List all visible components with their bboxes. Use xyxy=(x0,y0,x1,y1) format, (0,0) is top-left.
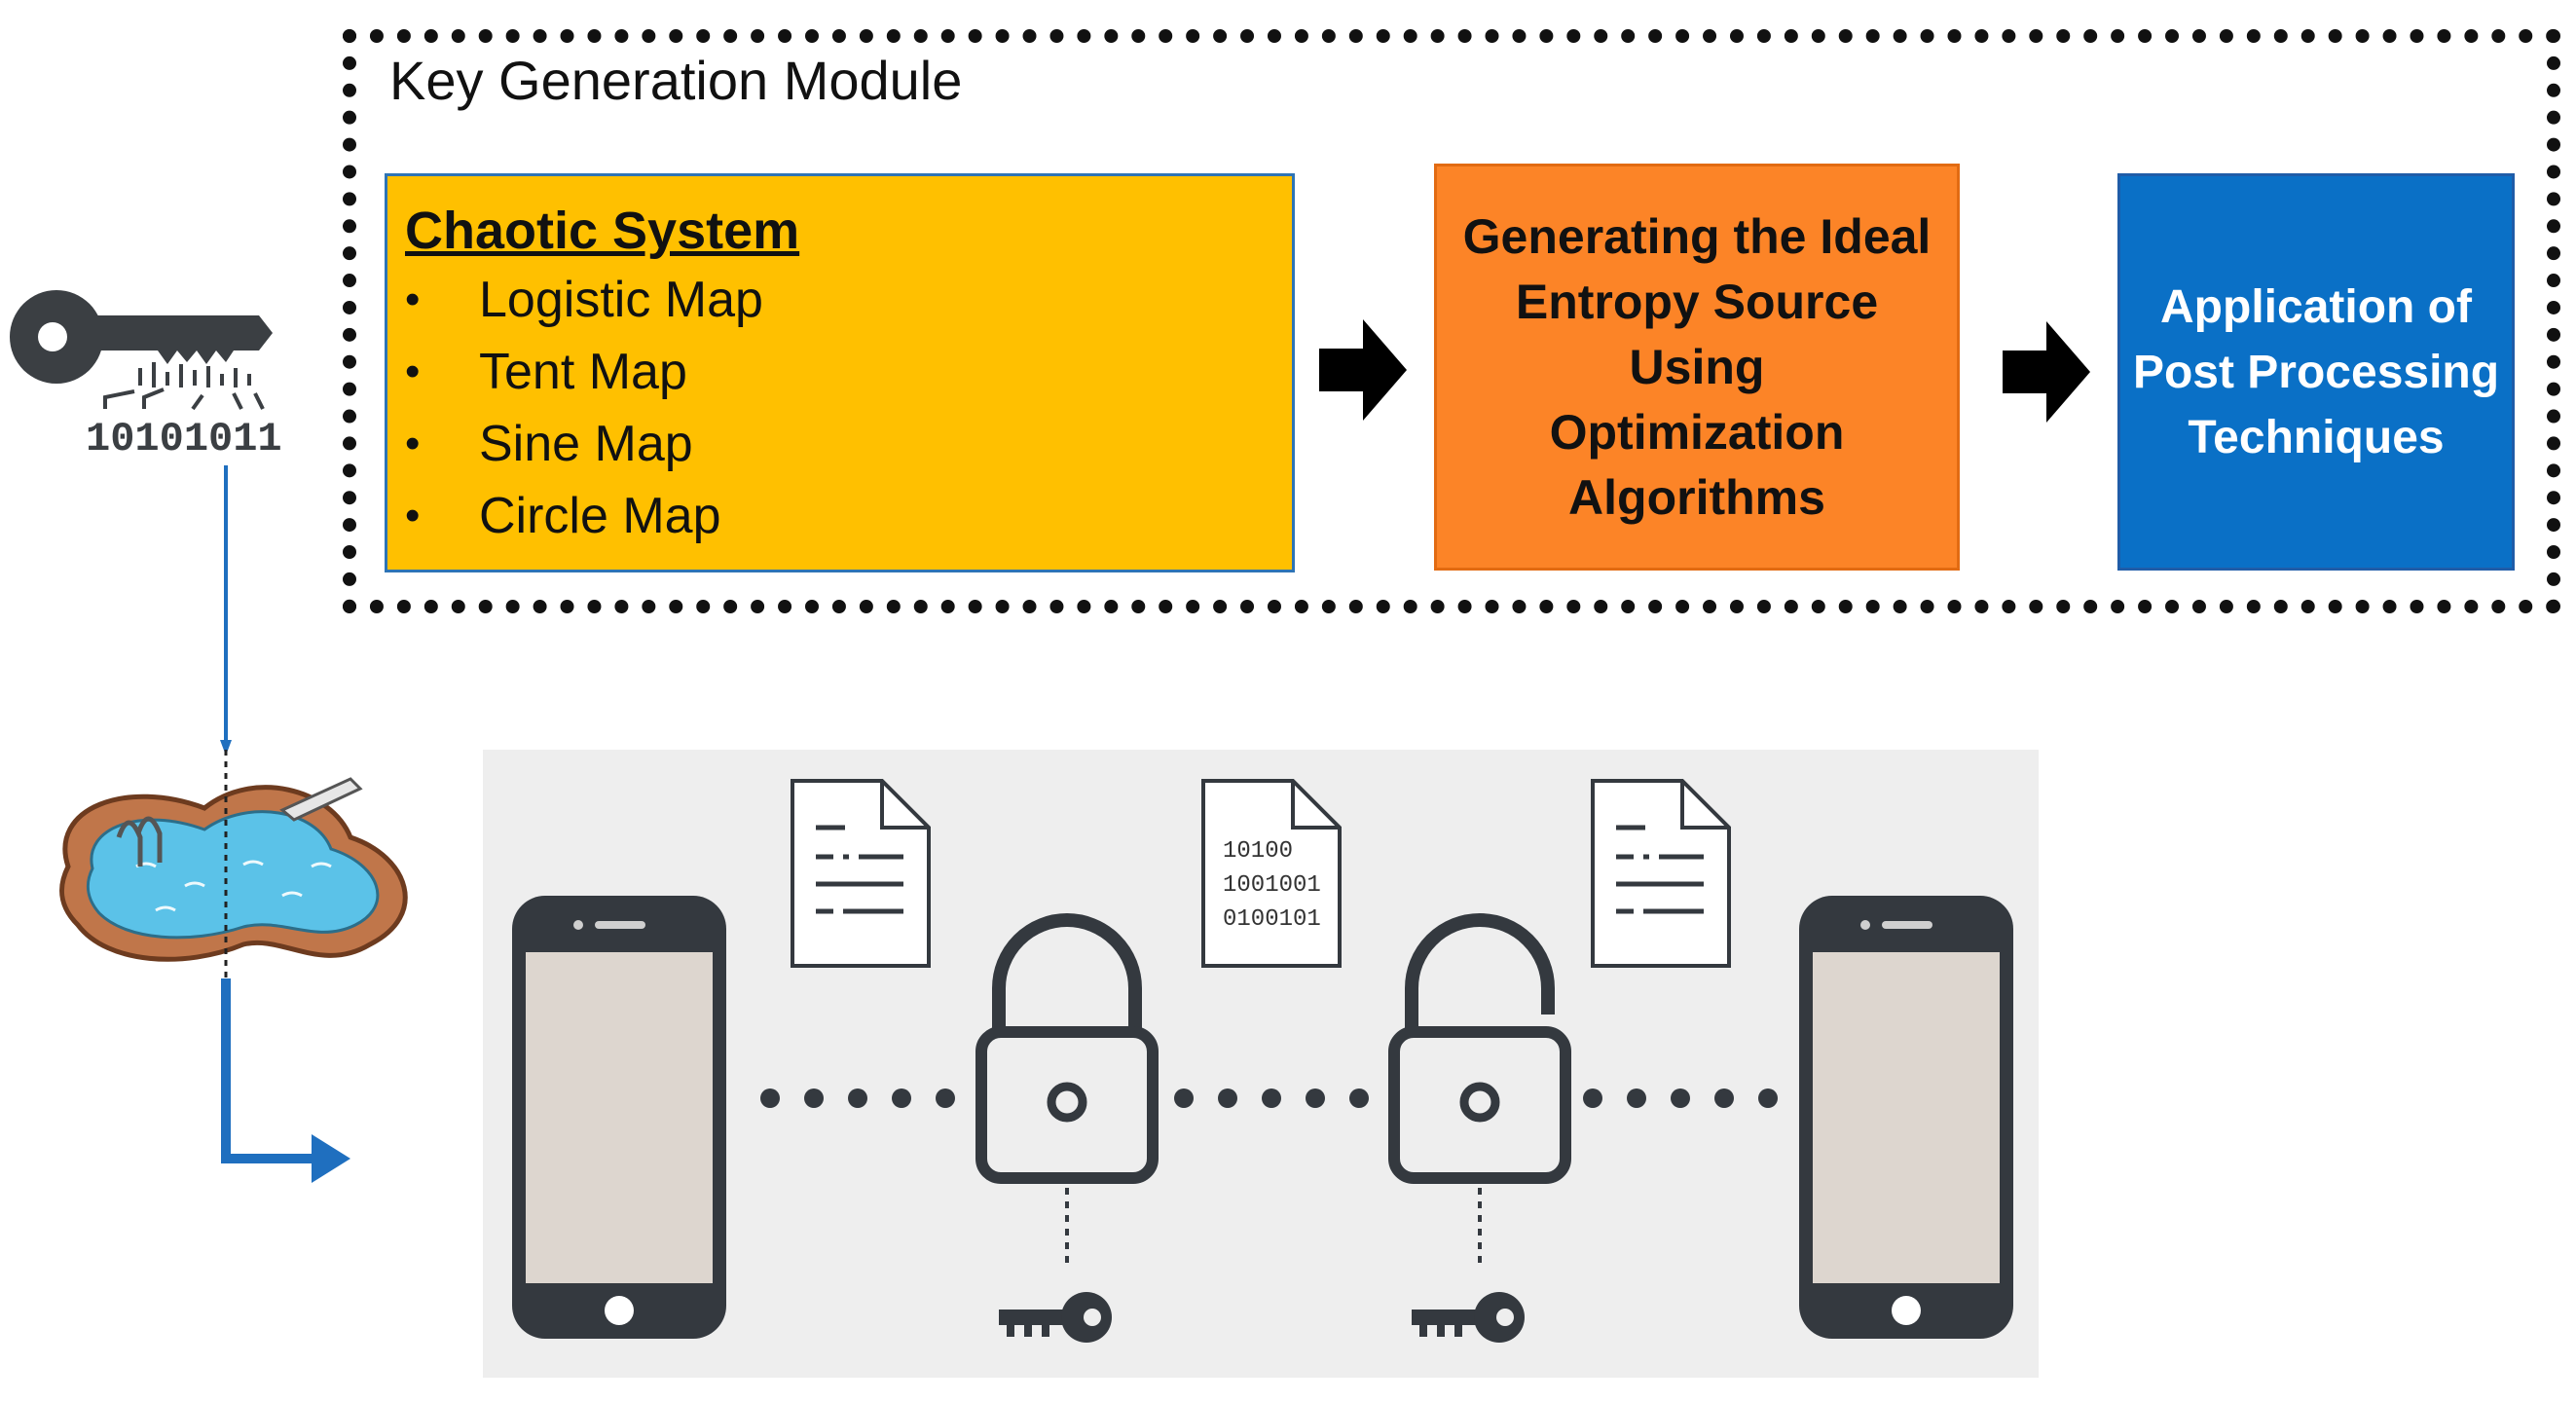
plaintext-document-icon xyxy=(791,779,931,968)
post-processing-box: Application of Post Processing Technique… xyxy=(2117,173,2515,571)
connector-elbow-arrow xyxy=(221,978,350,1183)
chaotic-system-title: Chaotic System xyxy=(405,202,800,260)
post-line: Post Processing xyxy=(2132,346,2500,398)
chaotic-system-box xyxy=(385,173,1295,572)
dotted-connector xyxy=(760,1088,1778,1108)
key-bits-label: 10101011 xyxy=(86,416,282,462)
map-label: Circle Map xyxy=(479,488,721,544)
map-label: Tent Map xyxy=(479,344,687,400)
entropy-line: Algorithms xyxy=(1568,469,1825,525)
decryption-key-icon xyxy=(1412,1292,1525,1343)
key-binary-icon: 10101011 xyxy=(10,290,282,462)
entropy-pool-icon xyxy=(58,750,408,983)
bullet-icon: • xyxy=(405,348,421,395)
bullet-icon: • xyxy=(405,420,421,467)
flow-arrow-right-icon xyxy=(2003,321,2090,423)
post-line: Techniques xyxy=(2188,411,2445,463)
entropy-line: Optimization xyxy=(1549,404,1845,460)
binary-line: 0100101 xyxy=(1223,906,1321,933)
map-item-circle: • Circle Map xyxy=(405,487,721,545)
entropy-line: Entropy Source Using xyxy=(1515,274,1879,394)
map-item-tent: • Tent Map xyxy=(405,343,687,401)
map-label: Logistic Map xyxy=(479,272,763,328)
ciphertext-document-icon: 10100 1001001 0100101 xyxy=(1201,779,1342,968)
flow-arrow-right-icon xyxy=(1319,319,1407,421)
key-generation-module-box xyxy=(343,29,2560,613)
map-item-logistic: • Logistic Map xyxy=(405,271,763,329)
sender-phone-icon xyxy=(512,896,726,1339)
map-label: Sine Map xyxy=(479,416,693,472)
encrypt-padlock-icon xyxy=(975,913,1159,1266)
binary-line: 10100 xyxy=(1223,838,1293,865)
entropy-line: Generating the Ideal xyxy=(1462,208,1932,264)
post-line: Application of xyxy=(2160,280,2472,333)
connector-line xyxy=(220,465,232,756)
map-item-sine: • Sine Map xyxy=(405,415,693,473)
encryption-key-icon xyxy=(999,1292,1112,1343)
module-title: Key Generation Module xyxy=(389,50,963,111)
bullet-icon: • xyxy=(405,492,421,539)
encryption-flow-illustration: 10100 1001001 0100101 xyxy=(512,779,2013,1343)
decrypted-document-icon xyxy=(1591,779,1731,968)
entropy-source-box: Generating the Ideal Entropy Source Usin… xyxy=(1434,164,1960,571)
binary-line: 1001001 xyxy=(1223,872,1321,899)
decrypt-padlock-icon xyxy=(1388,913,1571,1266)
bullet-icon: • xyxy=(405,276,421,323)
receiver-phone-icon xyxy=(1799,896,2013,1339)
